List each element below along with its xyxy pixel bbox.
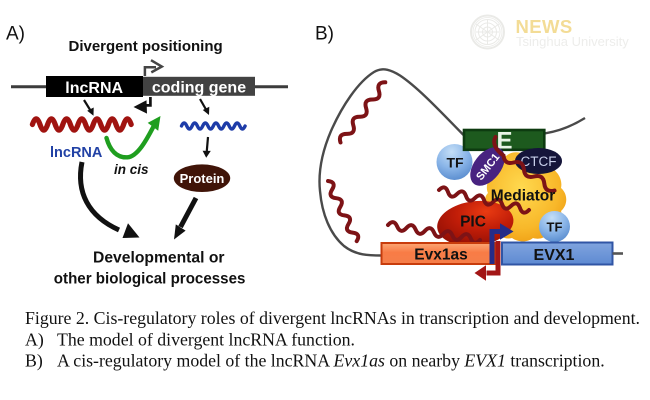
svg-text:lncRNA: lncRNA (50, 145, 103, 161)
svg-text:E: E (496, 128, 512, 155)
svg-text:EVX1: EVX1 (534, 247, 575, 264)
svg-text:lncRNA: lncRNA (65, 80, 123, 97)
svg-text:TF: TF (446, 154, 464, 170)
svg-text:Figure 2. Cis-regulatory roles: Figure 2. Cis-regulatory roles of diverg… (25, 308, 640, 328)
svg-text:NEWS: NEWS (516, 16, 573, 37)
svg-text:A): A) (6, 24, 25, 45)
svg-text:Mediator: Mediator (491, 188, 556, 205)
svg-text:CTCF: CTCF (521, 154, 557, 169)
svg-text:TF: TF (547, 220, 563, 235)
svg-text:coding gene: coding gene (152, 80, 246, 97)
svg-text:Divergent positioning: Divergent positioning (69, 38, 223, 55)
svg-text:Evx1as: Evx1as (414, 247, 467, 264)
svg-text:Developmental or: Developmental or (93, 250, 225, 267)
svg-text:B)A cis-regulatory model of th: B)A cis-regulatory model of the lncRNA E… (25, 351, 605, 372)
svg-text:B): B) (315, 24, 334, 45)
svg-text:PIC: PIC (460, 214, 486, 231)
svg-text:in cis: in cis (114, 162, 149, 177)
svg-text:A)The model of divergent lncRN: A)The model of divergent lncRNA function… (25, 330, 355, 351)
svg-text:other biological processes: other biological processes (54, 271, 246, 288)
svg-text:Tsinghua University: Tsinghua University (516, 34, 629, 49)
svg-text:Protein: Protein (180, 171, 225, 186)
